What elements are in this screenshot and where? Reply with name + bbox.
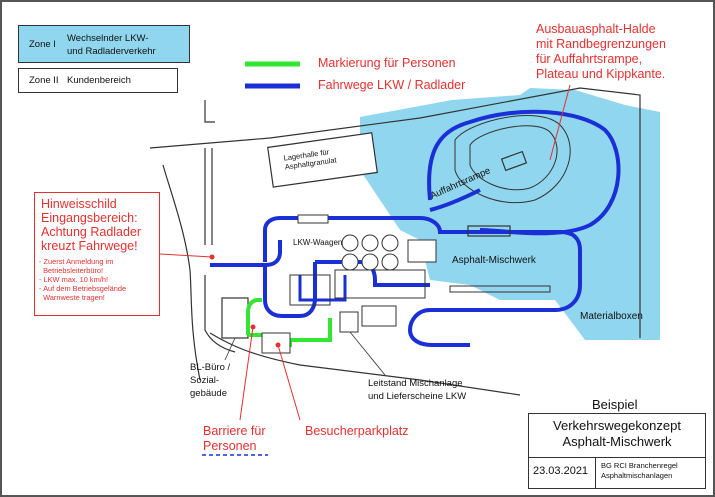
hinweis-heading: Hinweisschild Eingangsbereich: Achtung R… <box>41 197 141 253</box>
besucherparkplatz-area <box>261 332 291 354</box>
title-line-2: Asphalt-Mischwerk <box>562 434 672 449</box>
legend-fahrwege-label: Fahrwege LKW / Radlader <box>318 78 466 92</box>
zone-2-desc: Kundenbereich <box>67 75 131 86</box>
halde-note-line: Plateau und Kippkante. <box>536 67 666 81</box>
leitstand-label-line: und Lieferscheine LKW <box>368 391 467 402</box>
barriere-label-line: Barriere für <box>203 424 266 438</box>
bl-buero-label-line: Sozial- <box>190 375 220 386</box>
plant-unit <box>289 274 331 306</box>
title-vdivider <box>595 457 596 488</box>
zone-2-legend: Zone II Kundenbereich <box>18 68 178 93</box>
bl-buero-label-line: gebäude <box>190 388 227 399</box>
zone-1-legend: Zone I Wechselnder LKW- und Radladerverk… <box>18 25 190 63</box>
leader-bl <box>224 337 236 361</box>
bl-buero-building <box>221 297 249 339</box>
hinweis-bullet: - Auf dem Betriebsgelände <box>39 284 127 293</box>
silo <box>381 253 399 271</box>
site-boundary <box>149 87 641 338</box>
title-source-line: Asphaltmischanlagen <box>601 471 673 480</box>
bl-buero-label-line: BL-Büro / <box>190 362 231 373</box>
leader-leitstand <box>349 331 386 376</box>
silo <box>381 234 399 252</box>
title-block: Verkehrswegekonzept Asphalt-Mischwerk 23… <box>528 413 706 489</box>
leader-parkplatz <box>277 344 301 421</box>
leitstand-building <box>339 311 359 333</box>
route-waagen-loop <box>263 262 317 318</box>
mischwerk-feeder <box>449 285 551 293</box>
hinweis-box: Hinweisschild Eingangsbereich: Achtung R… <box>34 192 160 316</box>
halde-note-line: für Auffahrtsrampe, <box>536 52 643 66</box>
route-halde-ramp <box>429 188 481 212</box>
route-mischwerk-2 <box>298 275 347 302</box>
silo <box>361 234 379 252</box>
title-divider <box>529 457 705 458</box>
silo <box>341 234 359 252</box>
hinweis-bullet: Warnweste tragen! <box>39 293 105 302</box>
truck <box>467 225 511 237</box>
zone-1-desc-line1: Wechselnder LKW- <box>67 33 149 44</box>
route-entrance <box>210 240 282 267</box>
lkw-waage <box>297 214 329 224</box>
halde-note-line: mit Randbegrenzungen <box>536 37 666 51</box>
halde-note-line: Ausbauasphalt-Halde <box>536 22 656 36</box>
bl-buero-label: BL-Büro / Sozial- gebäude <box>190 361 230 400</box>
control-unit <box>361 305 397 327</box>
zone-2-id: Zone II <box>29 75 59 86</box>
site-boundary-bottom <box>209 332 521 396</box>
hinweis-heading-line: kreuzt Fahrwege! <box>41 239 138 253</box>
radlader-icon <box>500 150 528 172</box>
zone-1-desc-line2: und Radladerverkehr <box>67 46 156 57</box>
access-road-lower <box>204 275 236 353</box>
access-road-top <box>204 100 215 123</box>
leader-barriere <box>239 326 254 421</box>
barriere-label-line: Personen <box>203 439 257 453</box>
hinweis-bullet: - Zuerst Anmeldung im <box>39 257 114 266</box>
barriere-label: Barriere für Personen <box>203 424 266 454</box>
leader-hinweis <box>159 253 213 258</box>
zone-1-id: Zone I <box>29 39 56 50</box>
besucherparkplatz-label: Besucherparkplatz <box>305 424 409 438</box>
silo <box>341 253 359 271</box>
title-date: 23.03.2021 <box>533 465 589 477</box>
materialboxen-label: Materialboxen <box>580 311 643 322</box>
tank-box <box>407 239 437 263</box>
lkw-waagen-label: LKW-Waagen <box>293 238 343 247</box>
halde-note: Ausbauasphalt-Halde mit Randbegrenzungen… <box>536 22 666 82</box>
leitstand-label: Leitstand Mischanlage und Lieferscheine … <box>368 377 466 403</box>
title-source: BG RCI Branchenregel Asphaltmischanlagen <box>601 461 678 481</box>
access-road-edge <box>162 164 201 381</box>
hinweis-heading-line: Eingangsbereich: <box>41 211 138 225</box>
leitstand-label-line: Leitstand Mischanlage <box>368 378 463 389</box>
leader-halde <box>549 84 571 161</box>
lagerhalle-building <box>267 132 378 188</box>
silo <box>361 253 379 271</box>
title-line-1: Verkehrswegekonzept <box>553 418 681 433</box>
hinweis-heading-line: Achtung Radlader <box>41 225 142 239</box>
beispiel-label: Beispiel <box>592 397 638 412</box>
zone-1-area <box>360 88 660 340</box>
hinweis-heading-line: Hinweisschild <box>41 197 117 211</box>
hinweis-bullets: - Zuerst Anmeldung im Betriebsleiterbüro… <box>39 257 126 302</box>
halde-outline <box>454 115 571 204</box>
title-source-line: BG RCI Branchenregel <box>601 461 678 470</box>
legend-markierung-label: Markierung für Personen <box>318 56 456 70</box>
route-main-top <box>263 216 582 347</box>
mischwerk-plant <box>334 269 426 299</box>
halde-inner <box>469 125 558 191</box>
asphalt-mischwerk-label: Asphalt-Mischwerk <box>452 255 536 266</box>
hinweis-bullet: - LKW max. 10 km/h! <box>39 275 108 284</box>
hinweis-bullet: Betriebsleiterbüro! <box>39 266 104 275</box>
